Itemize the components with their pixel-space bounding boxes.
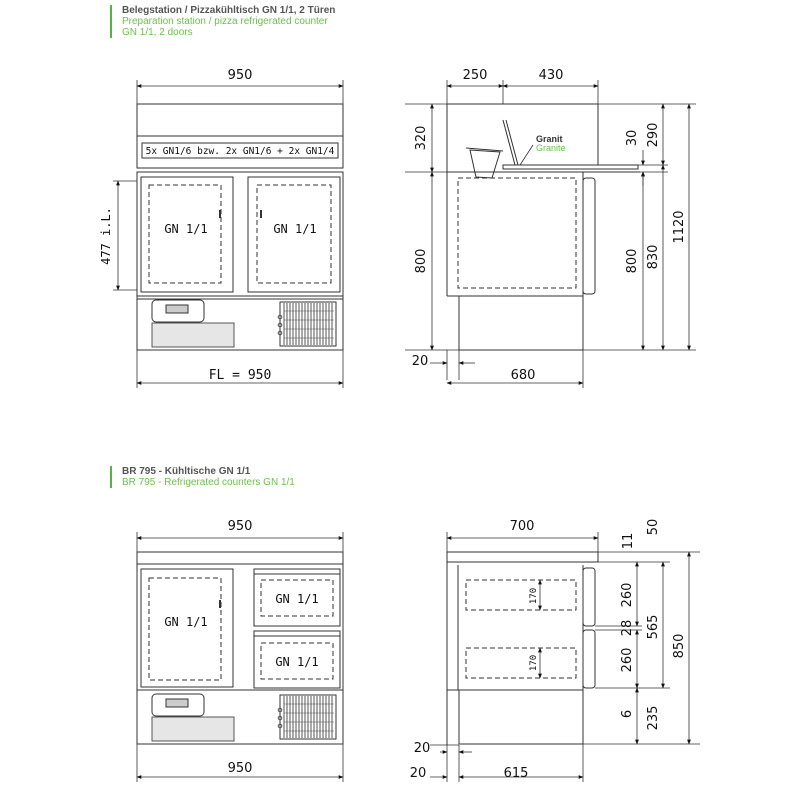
vent-grille-2 bbox=[277, 696, 334, 738]
inner-height-label: 477 i.L. bbox=[99, 207, 113, 265]
control-knob-icon bbox=[277, 723, 283, 729]
door-right-label: GN 1/1 bbox=[273, 222, 316, 236]
dim-30: 30 bbox=[625, 130, 640, 147]
side-view-1 bbox=[405, 80, 696, 388]
dim-1120: 1120 bbox=[672, 210, 687, 243]
footer-width-label: FL = 950 bbox=[209, 368, 272, 383]
dim-50: 50 bbox=[646, 519, 661, 536]
dim-680: 680 bbox=[511, 368, 536, 383]
dim-170-upper: 170 bbox=[529, 588, 539, 604]
dim-565: 565 bbox=[646, 615, 661, 640]
dim-6: 6 bbox=[620, 710, 635, 718]
header-section-2: BR 795 - Kühltische GN 1/1 BR 795 - Refr… bbox=[110, 466, 295, 488]
drawer-bottom-label: GN 1/1 bbox=[275, 655, 318, 669]
header-section-1: Belegstation / Pizzakühltisch GN 1/1, 2 … bbox=[110, 5, 335, 38]
door-left-label: GN 1/1 bbox=[164, 222, 207, 236]
dim-430: 430 bbox=[539, 68, 564, 83]
control-knob-icon bbox=[277, 707, 283, 713]
granit-label-de: Granit bbox=[536, 134, 563, 144]
control-knob-icon bbox=[277, 314, 283, 320]
dim-290: 290 bbox=[646, 123, 661, 148]
control-knob-icon bbox=[277, 330, 283, 336]
door-left-label: GN 1/1 bbox=[164, 615, 207, 629]
gn-capacity-label: 5x GN1/6 bzw. 2x GN1/6 + 2x GN1/4 bbox=[146, 146, 335, 157]
granit-label-en: Granite bbox=[536, 143, 566, 153]
dim-170-lower: 170 bbox=[529, 655, 539, 671]
dim-11: 11 bbox=[621, 533, 636, 550]
dim-235: 235 bbox=[646, 706, 661, 731]
front-view-1 bbox=[113, 80, 344, 388]
title-en: Preparation station / pizza refrigerated… bbox=[122, 16, 328, 27]
title-en: BR 795 - Refrigerated counters GN 1/1 bbox=[122, 477, 295, 488]
dim-700: 700 bbox=[510, 519, 535, 534]
dim-800-right: 800 bbox=[625, 249, 640, 274]
control-knob-icon bbox=[277, 322, 283, 328]
dim-20: 20 bbox=[412, 354, 429, 369]
dim-20-upper: 20 bbox=[414, 741, 431, 756]
front-view-2 bbox=[136, 532, 344, 782]
side-view-2 bbox=[430, 532, 700, 782]
dim-615: 615 bbox=[504, 766, 529, 781]
dim-800-left: 800 bbox=[414, 249, 429, 274]
control-knob-icon bbox=[277, 715, 283, 721]
dim-260-lower: 260 bbox=[620, 648, 635, 673]
drawer-top-label: GN 1/1 bbox=[275, 592, 318, 606]
dim-250: 250 bbox=[463, 68, 488, 83]
title-de: Belegstation / Pizzakühltisch GN 1/1, 2 … bbox=[122, 5, 336, 16]
front-width-label: 950 bbox=[228, 519, 253, 534]
subtitle: GN 1/1, 2 doors bbox=[122, 27, 193, 38]
dim-28: 28 bbox=[620, 620, 635, 637]
footer-width-label: 950 bbox=[228, 761, 253, 776]
dim-320: 320 bbox=[414, 126, 429, 151]
front-width-label: 950 bbox=[228, 68, 253, 83]
dim-260-upper: 260 bbox=[620, 583, 635, 608]
vent-grille-1 bbox=[277, 303, 334, 345]
title-de: BR 795 - Kühltische GN 1/1 bbox=[122, 466, 251, 477]
dim-850: 850 bbox=[672, 634, 687, 659]
dim-830: 830 bbox=[646, 245, 661, 270]
dim-20-lower: 20 bbox=[410, 766, 427, 781]
